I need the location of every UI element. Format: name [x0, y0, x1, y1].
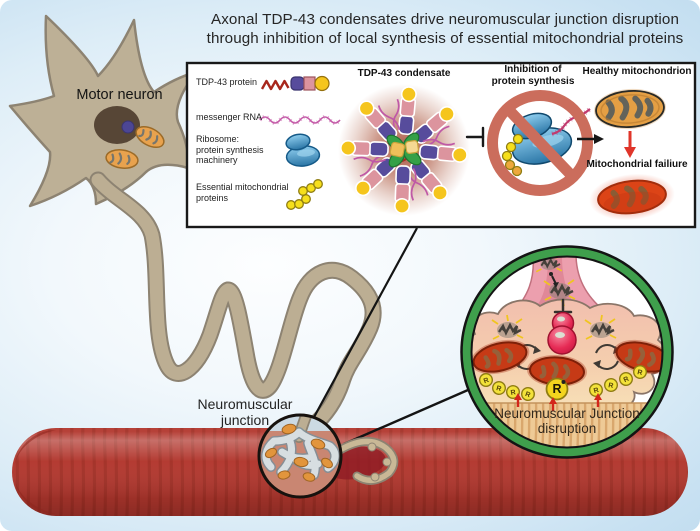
motor-neuron [8, 14, 198, 208]
tdp43-aggregate [491, 314, 524, 340]
damaged-mitochondrion [527, 354, 587, 388]
failed-mitochondrion [589, 173, 675, 221]
neuron-nucleus [94, 106, 140, 144]
inhibition-title: Inhibition of protein synthesis [491, 64, 575, 87]
svg-text:R: R [495, 385, 502, 393]
svg-text:R: R [524, 391, 531, 399]
receptor-badge: R [632, 364, 648, 380]
protein-beads-icon [286, 179, 323, 210]
connector-line-panel-to-nmj [312, 227, 418, 420]
nmj-magnifier-small [257, 413, 343, 499]
mrna-icon [258, 115, 342, 125]
arrow-down-red-icon [624, 131, 636, 158]
receptor-badge: R [603, 377, 619, 393]
no-entry-icon [487, 90, 593, 196]
tdp43-protein-icon [260, 75, 330, 92]
nmj-disruption-label: Neuromuscular Junction disruption [494, 406, 640, 437]
receptor-badge: R [618, 371, 634, 387]
nmj-magnifier-large: R R R R R R [460, 245, 674, 459]
transport-arrow-icon [549, 272, 559, 288]
receptor-badge-large: R [545, 377, 569, 401]
motor-neuron-label: Motor neuron [76, 87, 163, 103]
ribosome-icon [285, 133, 321, 167]
healthy-mitochondrion-title: Healthy mitochondrion [582, 66, 692, 77]
red-vesicle [547, 311, 577, 355]
receptor-badge: R [505, 384, 521, 400]
legend-label-ribosome: Ribosome: protein synthesis machinery [196, 134, 264, 166]
tdp43-aggregate [543, 279, 576, 307]
damaged-mitochondrion [471, 339, 530, 375]
receptor-badge: R [520, 386, 536, 402]
tdp43-condensate [338, 84, 470, 216]
legend-label-proteins: Essential mitochondrial proteins [196, 182, 289, 203]
mitochondrial-failure-title: Mitochondrial failiure [586, 159, 688, 170]
svg-text:R: R [593, 387, 600, 395]
red-up-arrow-icon [514, 393, 602, 411]
legend-label-tdp43: TDP-43 protein [196, 77, 258, 87]
inhibition-tack-icon [465, 126, 485, 148]
receptor-badge: R [491, 380, 507, 396]
protein-beads-icon [501, 133, 524, 177]
svg-text:R: R [623, 376, 631, 384]
svg-text:R: R [510, 389, 516, 397]
tdp43-aggregate [584, 314, 617, 340]
receptor-badge: R [478, 372, 494, 388]
connector-line-nmj-to-zoom [343, 388, 469, 446]
neuromuscular-junction-label: Neuromuscular junction [197, 396, 293, 429]
healthy-mitochondrion [594, 88, 666, 130]
neuron-nucleolus [121, 120, 135, 134]
arrow-right-icon [577, 134, 604, 144]
svg-text:R: R [637, 369, 643, 377]
svg-text:R: R [483, 377, 490, 385]
axon [89, 171, 382, 436]
svg-text:R: R [552, 382, 561, 396]
svg-text:R: R [608, 382, 614, 390]
legend-panel [185, 61, 697, 229]
condensate-title: TDP-43 condensate [357, 68, 451, 79]
legend-label-mrna: messenger RNA [196, 112, 263, 122]
neuron-mitochondrion [105, 149, 139, 169]
green-ring [462, 247, 672, 457]
figure-title: Axonal TDP-43 condensates drive neuromus… [206, 11, 684, 47]
neuron-mitochondrion [135, 125, 165, 149]
inhibited-ribosome [487, 90, 593, 196]
